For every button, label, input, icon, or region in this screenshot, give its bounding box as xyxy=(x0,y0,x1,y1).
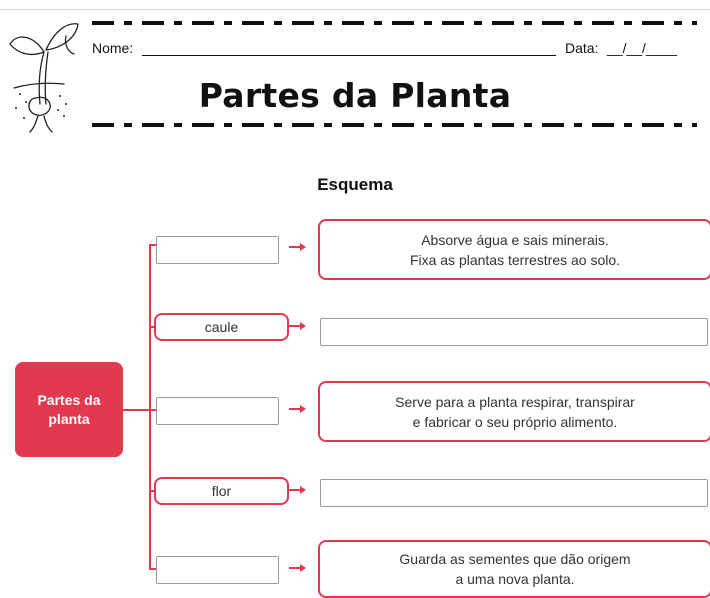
root-node: Partes da planta xyxy=(15,362,123,457)
name-field-line[interactable] xyxy=(142,55,556,56)
description-card-row-5: Guarda as sementes que dão origem a uma … xyxy=(318,540,710,598)
connector-row-4 xyxy=(149,490,155,492)
answer-box-row-4[interactable] xyxy=(320,479,708,507)
arrow-right-icon xyxy=(289,405,306,413)
part-label-flor: flor xyxy=(154,477,289,505)
card-line: Absorve água e sais minerais. xyxy=(421,231,609,248)
arrow-right-icon xyxy=(289,564,306,572)
date-blank: __/__/____ xyxy=(607,40,678,56)
root-label-line2: planta xyxy=(48,410,90,427)
arrow-right-icon xyxy=(289,243,306,251)
connector-row-2 xyxy=(149,326,155,328)
sprouting-seed-icon xyxy=(9,23,79,133)
card-line: a uma nova planta. xyxy=(455,571,575,587)
top-dashed-border xyxy=(92,21,697,25)
card-line: Guarda as sementes que dão origem xyxy=(399,551,631,567)
answer-box-row-3[interactable] xyxy=(156,397,279,425)
top-rule xyxy=(0,9,710,10)
arrow-right-icon xyxy=(289,486,306,494)
answer-box-row-5[interactable] xyxy=(156,556,279,584)
connector-row-1 xyxy=(149,244,157,246)
answer-box-row-2[interactable] xyxy=(320,318,708,346)
description-card-row-3: Serve para a planta respirar, transpirar… xyxy=(318,381,710,442)
connector-row-5 xyxy=(149,568,157,570)
date-label: Data: xyxy=(565,40,599,56)
card-line: Fixa as plantas terrestres ao solo. xyxy=(409,251,621,268)
answer-box-row-1[interactable] xyxy=(156,236,279,264)
part-label-text: flor xyxy=(211,483,232,499)
part-label-text: caule xyxy=(204,319,239,335)
connector-root xyxy=(123,409,150,411)
name-label: Nome: xyxy=(92,40,134,56)
description-card-row-1: Absorve água e sais minerais. Fixa as pl… xyxy=(318,219,710,280)
bottom-dashed-border xyxy=(92,123,697,127)
diagram-subtitle: Esquema xyxy=(317,175,393,194)
connector-row-3 xyxy=(149,409,157,411)
card-line: e fabricar o seu próprio alimento. xyxy=(412,413,618,430)
arrow-right-icon xyxy=(289,322,306,330)
card-line: Serve para a planta respirar, transpirar xyxy=(395,393,635,410)
page-title: Partes da Planta xyxy=(198,76,512,115)
root-label-line1: Partes da xyxy=(37,391,101,408)
connector-trunk xyxy=(149,244,151,570)
part-label-caule: caule xyxy=(154,313,289,341)
